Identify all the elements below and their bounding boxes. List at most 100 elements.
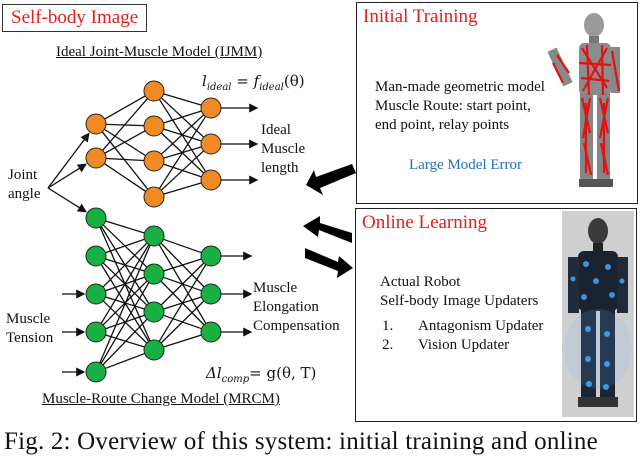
- arrow-to-online-learning: [305, 248, 353, 278]
- muscle-tension-line2: Tension: [6, 330, 54, 346]
- ijmm-input-node: [85, 113, 107, 135]
- initial-training-title: Initial Training: [363, 6, 478, 27]
- network-edge: [163, 110, 202, 124]
- ijmm-hidden-node: [143, 115, 165, 137]
- network-edge: [160, 300, 205, 344]
- online-learning-panel: Online Learning Actual Robot Self-body I…: [355, 208, 637, 422]
- self-body-title-box: Self-body Image: [2, 4, 148, 32]
- network-edge: [158, 264, 207, 342]
- ideal-muscle-length-label: Ideal Muscle length: [261, 121, 305, 178]
- comp-line3: Compensation: [253, 318, 340, 334]
- compensation-label: Muscle Elongation Compensation: [253, 279, 340, 336]
- mrcm-hidden-node: [143, 225, 165, 247]
- mrcm-formula-lhs-sub: comp: [221, 374, 250, 385]
- online-line1: Actual Robot: [380, 274, 461, 290]
- network-edge: [160, 262, 205, 306]
- network-edge: [105, 334, 145, 348]
- ijmm-title: Ideal Joint-Muscle Model (IJMM): [56, 44, 263, 60]
- network-edge: [105, 157, 145, 162]
- geometric-robot-model-image: [547, 13, 621, 187]
- network-edge: [99, 244, 151, 364]
- ijmm-output-node: [200, 97, 222, 119]
- network-edge: [105, 352, 145, 370]
- mrcm-hidden-node: [143, 301, 165, 323]
- network-nodes: [85, 80, 222, 383]
- ijmm-output-node: [200, 169, 222, 191]
- initial-line2: Muscle Route: start point,: [375, 98, 531, 114]
- online-line2: Self-body Image Updaters: [380, 293, 539, 309]
- ideal-line1: Ideal: [261, 122, 291, 138]
- ideal-line3: length: [261, 160, 299, 176]
- network-edge: [104, 130, 146, 154]
- updater-item-antagonism: 1. Antagonism Updater: [382, 317, 543, 336]
- ijmm-output-node: [200, 133, 222, 155]
- ijmm-formula-lhs-sub: ideal: [206, 82, 232, 93]
- joint-angle-label: Joint angle: [8, 166, 40, 204]
- ijmm-input-node: [85, 147, 107, 169]
- joint-angle-line1: Joint: [8, 167, 38, 183]
- network-edge: [103, 163, 147, 192]
- updater-2-num: 2.: [382, 337, 394, 353]
- ideal-line2: Muscle: [261, 141, 306, 157]
- network-edge: [100, 244, 150, 324]
- figure-caption: Fig. 2: Overview of this system: initial…: [4, 428, 598, 455]
- updater-2-label: Vision Updater: [418, 337, 510, 353]
- network-edge: [160, 114, 205, 155]
- initial-training-text: Man-made geometric model Muscle Route: s…: [375, 78, 545, 135]
- mrcm-input-node: [85, 321, 107, 343]
- mrcm-formula-lhs: Δl: [206, 364, 222, 382]
- network-edge: [102, 242, 148, 288]
- network-edge: [163, 93, 202, 106]
- comp-line2: Elongation: [253, 299, 319, 315]
- ijmm-formula: lideal = fideal(θ): [202, 72, 305, 93]
- ijmm-hidden-node: [143, 80, 165, 102]
- mrcm-formula-rhs: = g(θ, T): [249, 364, 317, 382]
- network-edge: [104, 95, 146, 120]
- mrcm-output-node: [200, 283, 222, 305]
- ijmm-hidden-node: [143, 186, 165, 208]
- ijmm-formula-fn-sub: ideal: [259, 82, 284, 93]
- joint-angle-input-arrow: [47, 187, 87, 213]
- network-edge: [163, 334, 202, 348]
- arrow-from-initial-training: [306, 164, 356, 195]
- ijmm-formula-lhs: l: [202, 72, 207, 90]
- network-edge: [102, 98, 148, 151]
- mrcm-hidden-node: [143, 339, 165, 361]
- mrcm-hidden-node: [143, 263, 165, 285]
- initial-line1: Man-made geometric model: [375, 79, 545, 95]
- mrcm-input-node: [85, 207, 107, 229]
- network-edge: [105, 220, 145, 234]
- updater-list: 1. Antagonism Updater 2. Vision Updater: [382, 317, 543, 355]
- ijmm-hidden-node: [143, 150, 165, 172]
- large-model-error: Large Model Error: [409, 157, 523, 173]
- muscle-tension-line1: Muscle: [6, 311, 51, 327]
- self-body-title: Self-body Image: [11, 7, 139, 28]
- network-edge: [158, 116, 207, 189]
- muscle-tension-label: Muscle Tension: [6, 310, 53, 348]
- arrow-from-online-learning: [303, 216, 352, 243]
- ijmm-formula-arg: (θ): [283, 72, 305, 90]
- network-edges: [47, 93, 259, 377]
- network-edge: [163, 258, 202, 272]
- network-edge: [163, 238, 202, 254]
- mrcm-title: Muscle-Route Change Model (MRCM): [42, 391, 280, 407]
- updater-1-num: 1.: [382, 318, 394, 334]
- mrcm-output-node: [200, 321, 222, 343]
- network-edge: [100, 282, 150, 364]
- online-learning-text: Actual Robot Self-body Image Updaters: [380, 273, 538, 311]
- updater-1-label: Antagonism Updater: [418, 318, 544, 334]
- updater-item-vision: 2. Vision Updater: [382, 336, 543, 355]
- ijmm-formula-fn: f: [253, 72, 260, 90]
- mrcm-input-node: [85, 361, 107, 383]
- network-edge: [102, 318, 148, 366]
- network-edge: [105, 238, 145, 254]
- initial-training-panel: Initial Training Man-made geometric mode…: [356, 2, 638, 204]
- mrcm-input-node: [85, 283, 107, 305]
- joint-angle-input-arrow: [47, 132, 90, 189]
- mrcm-formula: Δlcomp= g(θ, T): [206, 364, 316, 385]
- initial-line3: end point, relay points: [375, 117, 510, 133]
- actual-robot-photo: [562, 211, 634, 417]
- joint-angle-input-arrow: [47, 163, 87, 189]
- network-edge: [163, 182, 202, 195]
